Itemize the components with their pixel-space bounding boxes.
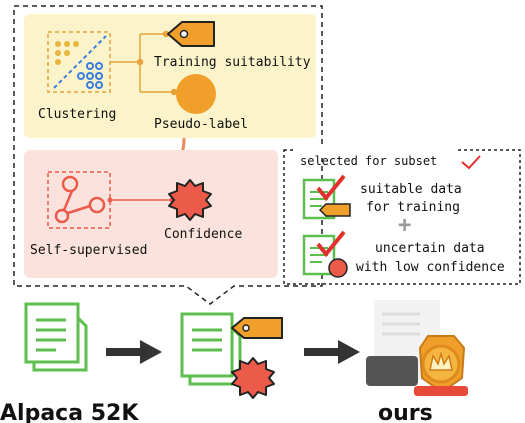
self-supervised-panel: [24, 150, 278, 278]
pseudo-label-circle-icon: [176, 74, 216, 114]
uncertain-data-doc-icon: [302, 230, 348, 278]
connector-dot: [107, 197, 113, 203]
ours-label: ours: [378, 401, 433, 423]
clustering-label: Clustering: [38, 107, 116, 122]
selected-subset-box: [283, 149, 521, 285]
clustering-connector: [110, 30, 178, 96]
training-suitability-label: Training suitability: [154, 55, 311, 70]
subset-title-check-icon: [461, 155, 481, 170]
training-tag-icon: [167, 21, 215, 47]
self-supervised-icon: [47, 171, 111, 229]
medal-icon: [414, 335, 468, 396]
item1-line1: suitable data: [360, 182, 462, 197]
self-supervised-label: Self-supervised: [30, 243, 147, 258]
arrow-to-ours: [304, 340, 360, 364]
left-dashed-container: [13, 5, 323, 305]
clustering-icon: [47, 31, 111, 93]
item2-line1: uncertain data: [375, 241, 485, 256]
confidence-badge-icon: [168, 179, 212, 221]
suitable-data-doc-icon: [302, 174, 351, 220]
alpaca-doc-icon: [24, 302, 88, 372]
middle-doc-icon: [180, 312, 283, 399]
alpaca-label: Alpaca 52K: [0, 401, 139, 423]
plus-sign: +: [398, 213, 411, 238]
subset-title-bg: [296, 144, 458, 158]
item2-line2: with low confidence: [356, 260, 505, 275]
arrow-to-middle: [106, 340, 162, 364]
pseudo-label-text: Pseudo-label: [154, 117, 248, 132]
clustering-panel: [24, 14, 316, 138]
confidence-label: Confidence: [164, 227, 242, 242]
subset-title: selected for subset: [300, 154, 437, 168]
item1-line2: for training: [366, 200, 460, 215]
